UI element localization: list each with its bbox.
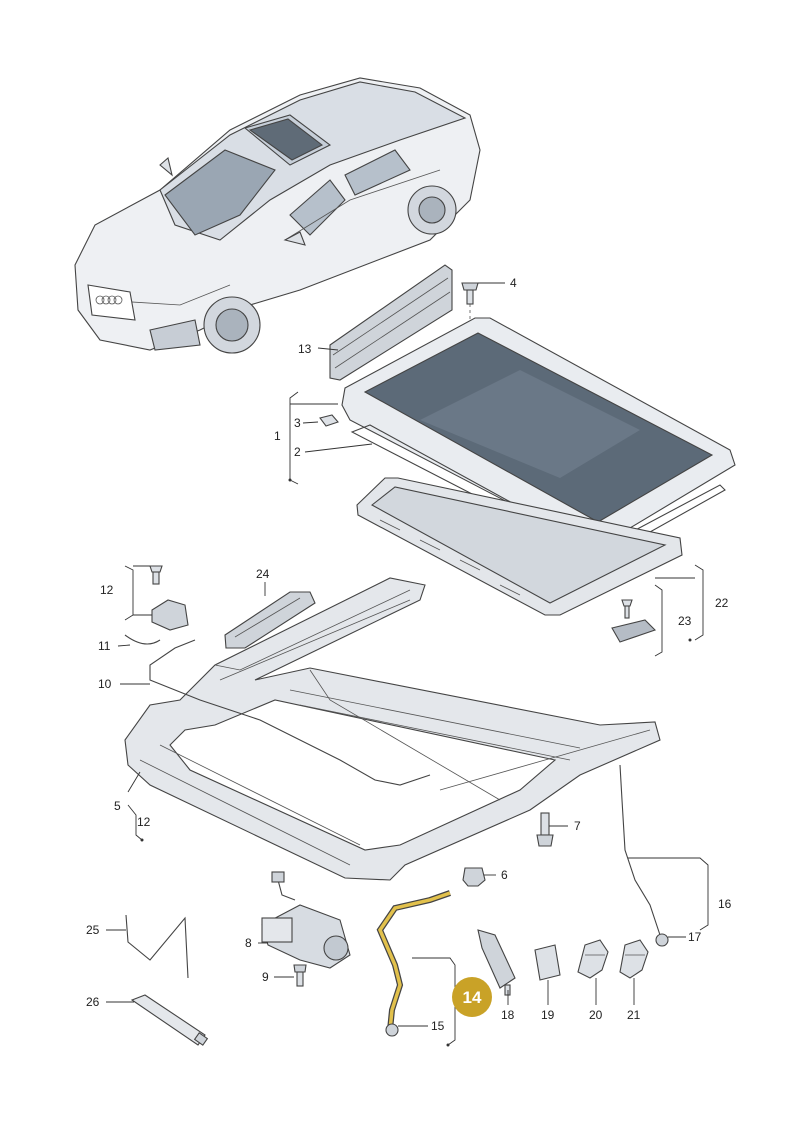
part-18-holder[interactable] [477, 929, 516, 996]
badge-label: 14 [463, 988, 482, 1007]
callout-6: 6 [501, 868, 508, 882]
part-1-glass-panel[interactable] [341, 317, 736, 546]
part-11-cable-clip[interactable] [124, 634, 161, 645]
callout-labels: 4 13 1 3 2 22 23 12 24 11 10 5 12 7 6 16… [86, 276, 732, 1033]
callout-12-top: 12 [100, 583, 114, 597]
leader-lines [106, 282, 709, 1047]
callout-13: 13 [298, 342, 312, 356]
callout-11: 11 [98, 639, 111, 653]
callout-12-bottom: 12 [137, 815, 151, 829]
callout-24: 24 [256, 567, 270, 581]
audi-rings-logo [95, 295, 123, 305]
car-illustration [74, 77, 481, 354]
callout-23: 23 [678, 614, 692, 628]
part-20-clamp[interactable] [577, 939, 609, 979]
callout-7: 7 [574, 819, 581, 833]
part-14-drain-hose-highlighted[interactable] [376, 890, 451, 1037]
callout-18: 18 [501, 1008, 515, 1022]
part-22-sunshade-panel[interactable] [356, 477, 683, 616]
part-26-grease-tube[interactable] [130, 994, 209, 1046]
callout-20: 20 [589, 1008, 603, 1022]
callout-8: 8 [245, 936, 252, 950]
part-3-clip[interactable] [319, 414, 339, 427]
part-9-screw[interactable] [293, 964, 307, 987]
callout-16: 16 [718, 897, 732, 911]
part-16-drain-hose[interactable] [619, 764, 669, 947]
callout-26: 26 [86, 995, 100, 1009]
part-10-drain-cable[interactable] [149, 639, 431, 786]
callout-21: 21 [627, 1008, 641, 1022]
callout-15: 15 [431, 1019, 445, 1033]
callout-10: 10 [98, 677, 112, 691]
part-6-nut[interactable] [462, 867, 486, 887]
callout-4: 4 [510, 276, 517, 290]
part-7-bolt[interactable] [536, 812, 554, 847]
callout-22: 22 [715, 596, 729, 610]
part-12-bracket[interactable] [149, 565, 189, 631]
callout-1: 1 [274, 429, 281, 443]
callout-17: 17 [688, 930, 702, 944]
part-19-clip[interactable] [534, 944, 561, 981]
highlight-badge-14[interactable]: 14 [452, 977, 492, 1017]
callout-3: 3 [294, 416, 301, 430]
part-13-wind-deflector[interactable] [329, 264, 453, 381]
part-8-drive-motor[interactable] [261, 871, 351, 969]
part-5-sunroof-frame[interactable] [124, 577, 661, 881]
callout-9: 9 [262, 970, 269, 984]
part-4-screw[interactable] [461, 282, 479, 328]
callout-25: 25 [86, 923, 100, 937]
callout-5: 5 [114, 799, 121, 813]
part-24-cover[interactable] [224, 591, 316, 649]
part-21-clamp[interactable] [619, 939, 649, 979]
callout-19: 19 [541, 1008, 555, 1022]
badge-circle [452, 977, 492, 1017]
part-23-guide-screw[interactable] [611, 599, 657, 643]
callout-2: 2 [294, 445, 301, 459]
part-25-crank-wire[interactable] [125, 914, 189, 979]
